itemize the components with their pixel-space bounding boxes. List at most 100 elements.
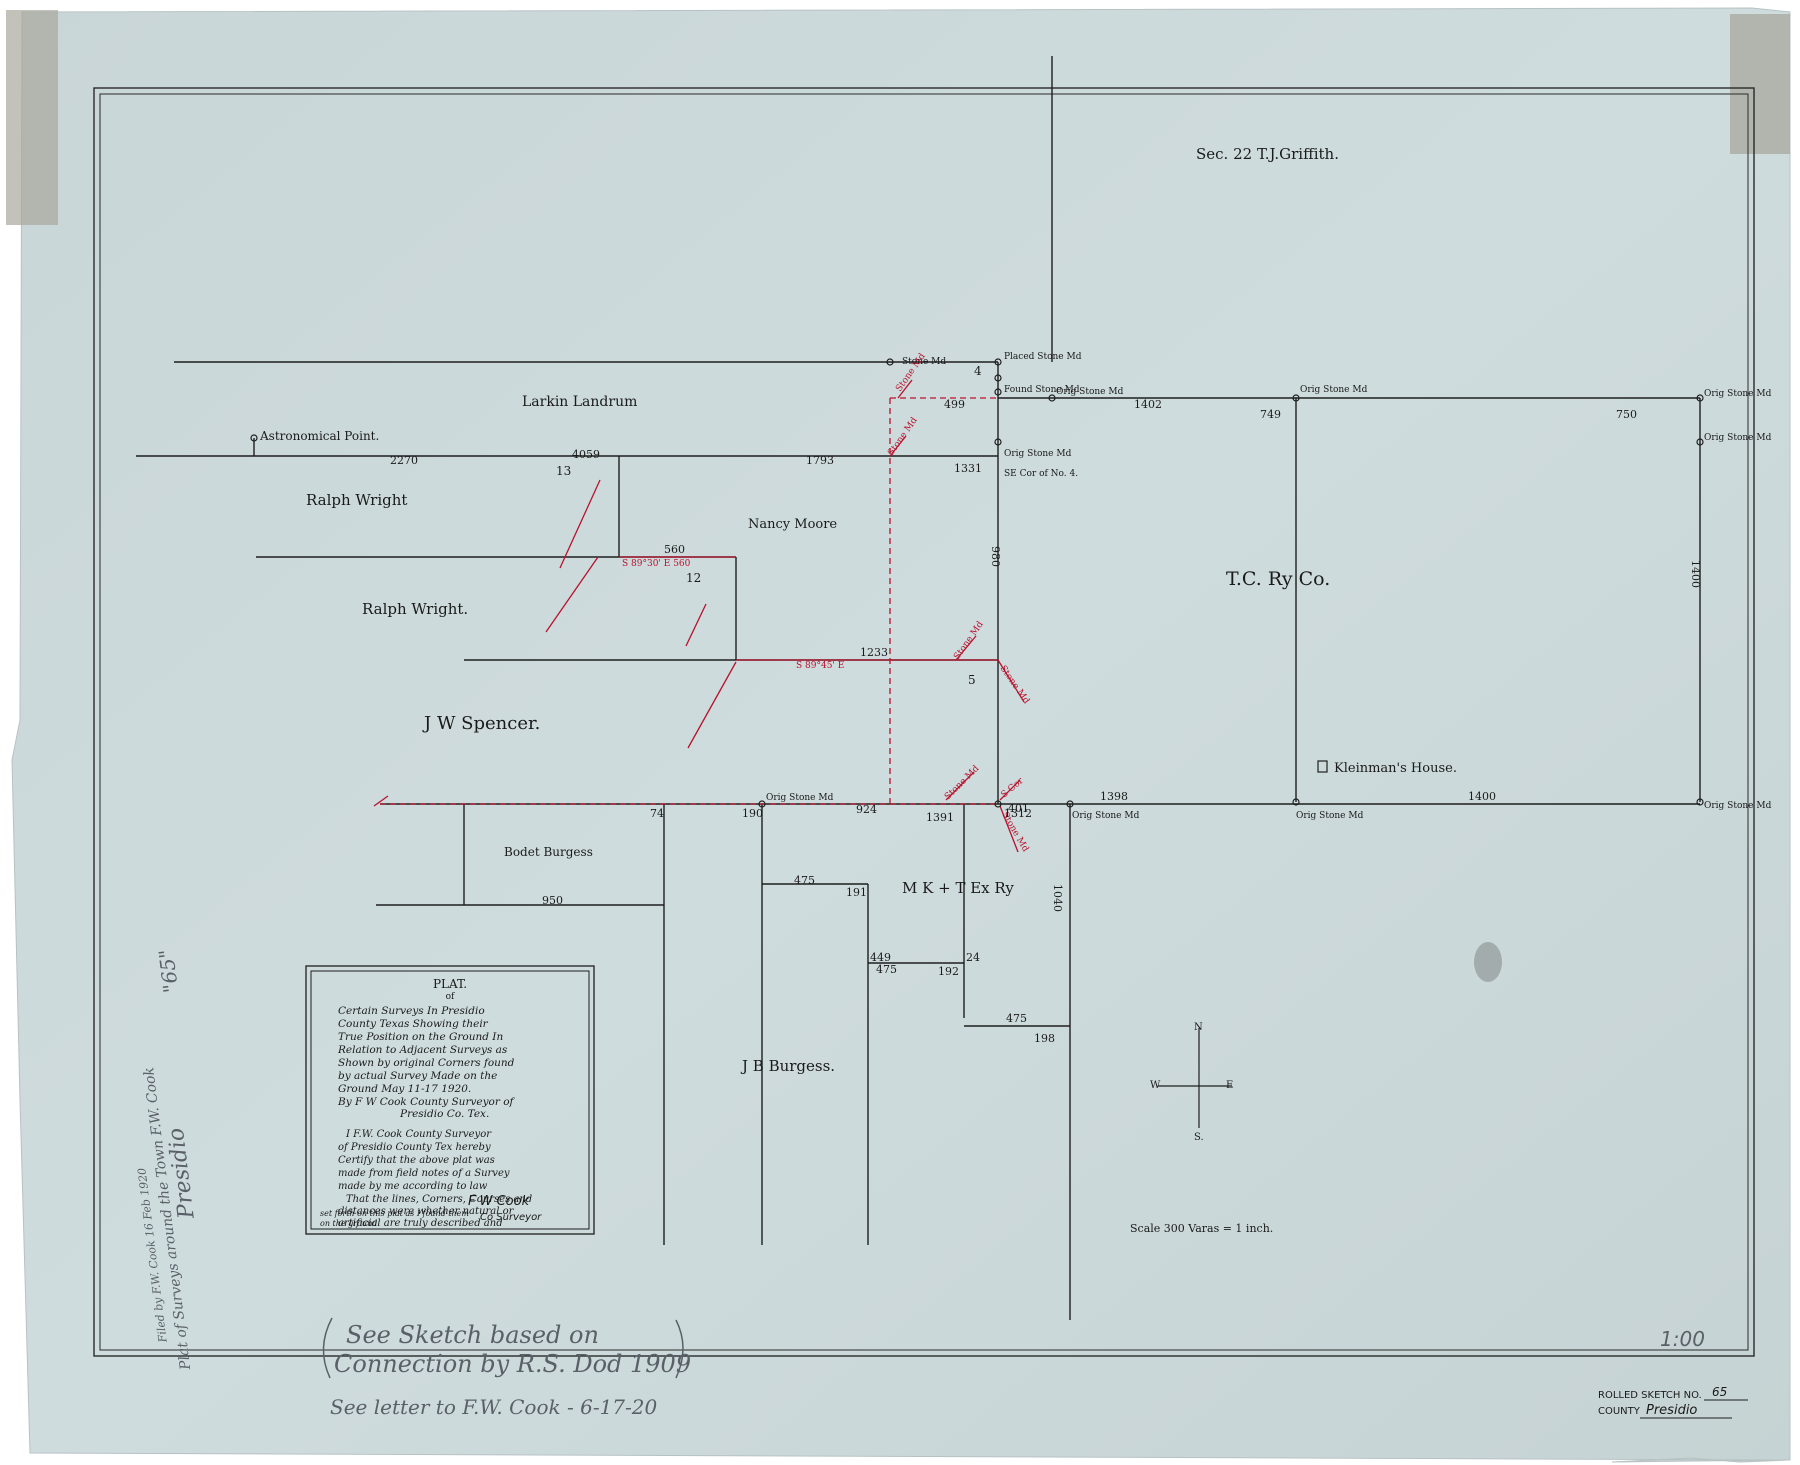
- tract-13: 13: [556, 464, 571, 478]
- pencil-note-2: Connection by R.S. Dod 1909: [334, 1350, 691, 1378]
- scale-label: Scale 300 Varas = 1 inch.: [1130, 1222, 1273, 1235]
- dim-198: 198: [1034, 1032, 1055, 1045]
- dim-475-a: 475: [794, 874, 815, 887]
- red-traverse: [373, 379, 1025, 853]
- side-note-l4: "65": [154, 948, 183, 994]
- dim-1400-bottom: 1400: [1468, 790, 1496, 803]
- cert-line-3: Certify that the above plat was: [338, 1155, 495, 1166]
- orig-stone-label-7: Orig Stone Md: [1072, 811, 1140, 821]
- cert-line-1: I F.W. Cook County Surveyor: [345, 1129, 492, 1140]
- plat-line-9: Presidio Co. Tex.: [399, 1108, 489, 1120]
- dim-1233: 1233: [860, 646, 888, 659]
- stamp-county-label: COUNTY: [1598, 1406, 1641, 1417]
- tape-right: [1730, 14, 1790, 154]
- bearing-2: S 89°45' E: [796, 661, 844, 671]
- orig-stone-label-6: Orig Stone Md: [1296, 811, 1364, 821]
- orig-stone-label-9: Orig Stone Md: [1004, 449, 1072, 459]
- pencil-note-3: See letter to F.W. Cook - 6-17-20: [330, 1395, 658, 1419]
- dim-449: 449: [870, 951, 891, 964]
- stone-md-top: Stone Md: [902, 357, 946, 367]
- pencil-note-1: See Sketch based on: [346, 1321, 599, 1349]
- dim-74: 74: [650, 807, 664, 820]
- owner-tcry: T.C. Ry Co.: [1226, 568, 1330, 590]
- dim-475-b: 475: [876, 963, 897, 976]
- compass-n: N: [1194, 1022, 1203, 1033]
- dim-192: 192: [938, 965, 959, 978]
- se-cor-label: SE Cor of No. 4.: [1004, 469, 1078, 479]
- dim-1400-right: 1400: [1689, 560, 1702, 588]
- orig-stone-label-3: Orig Stone Md: [1704, 389, 1772, 399]
- dim-401: 401: [1008, 802, 1029, 815]
- dim-499: 499: [944, 398, 965, 411]
- dim-1391: 1391: [926, 811, 954, 824]
- plat-of: of: [446, 992, 455, 1002]
- tract-12: 12: [686, 571, 701, 585]
- owner-ralph-1: Ralph Wright: [306, 491, 407, 509]
- cert-line-7: distances were whether natural or: [338, 1206, 515, 1217]
- owner-mkt: M K + T Ex Ry: [902, 879, 1014, 897]
- dim-475-c: 475: [1006, 1012, 1027, 1025]
- plat-box-outer: [305, 965, 595, 1235]
- plat-line-1: Certain Surveys In Presidio: [338, 1005, 485, 1017]
- archive-stamp: ROLLED SKETCH NO. 65 COUNTY Presidio: [1598, 1385, 1748, 1419]
- cert-line-6: That the lines, Corners, Courses and: [346, 1194, 532, 1205]
- plat-line-5: Shown by original Corners found: [338, 1057, 515, 1069]
- plat-title-block: PLAT. of Certain Surveys In Presidio Cou…: [305, 965, 595, 1235]
- plat-line-8: By F W Cook County Surveyor of: [337, 1096, 516, 1108]
- pencil-bracket-left: [322, 1317, 333, 1379]
- stamp-rolled-label: ROLLED SKETCH NO.: [1598, 1390, 1702, 1401]
- plat-line-4: Relation to Adjacent Surveys as: [337, 1044, 508, 1056]
- compass-s: S.: [1194, 1132, 1204, 1143]
- owner-larkin: Larkin Landrum: [522, 394, 637, 410]
- pencil-notes: See Sketch based on Connection by R.S. D…: [322, 1317, 691, 1419]
- cert-line-2: of Presidio County Tex hereby: [338, 1142, 491, 1153]
- stamp-rolled-no: 65: [1712, 1385, 1727, 1399]
- owner-sec22: Sec. 22 T.J.Griffith.: [1196, 145, 1339, 163]
- dim-750: 750: [1616, 408, 1637, 421]
- owner-ralph-2: Ralph Wright.: [362, 600, 468, 618]
- owner-bodet: Bodet Burgess: [504, 845, 593, 859]
- marker-annotations: Placed Stone Md Found Stone Md Stone Md …: [766, 352, 1772, 821]
- dim-191: 191: [846, 886, 867, 899]
- dim-1793: 1793: [806, 454, 834, 467]
- paper-background: [11, 7, 1791, 1463]
- dim-560: 560: [664, 543, 685, 556]
- plat-box-inner: [310, 970, 590, 1230]
- plat-certification-tail: set forth on this plat as I found them o…: [320, 1209, 469, 1228]
- owner-jb: J B Burgess.: [740, 1057, 835, 1075]
- orig-stone-label-1: Orig Stone Md: [1056, 387, 1124, 397]
- cert-line-4: made from field notes of a Survey: [338, 1168, 510, 1179]
- owner-spencer: J W Spencer.: [422, 713, 540, 734]
- pencil-corner-mark: 1:00: [1660, 1327, 1705, 1351]
- owner-labels: Sec. 22 T.J.Griffith. Larkin Landrum Ral…: [306, 145, 1339, 1075]
- orig-stone-label-4: Orig Stone Md: [1704, 433, 1772, 443]
- compass-rose: N S. W E: [1150, 1022, 1233, 1143]
- dim-1402: 1402: [1134, 398, 1162, 411]
- dim-1312: 1312: [1004, 807, 1032, 820]
- tract-4: 4: [974, 364, 982, 378]
- owner-nancy: Nancy Moore: [748, 517, 837, 532]
- compass-e: E: [1226, 1080, 1233, 1091]
- plat-line-7: Ground May 11-17 1920.: [338, 1083, 471, 1095]
- dim-749: 749: [1260, 408, 1281, 421]
- dim-4059: 4059: [572, 448, 600, 461]
- cert-line-5: made by me according to law: [338, 1181, 488, 1192]
- plat-line-6: by actual Survey Made on the: [338, 1070, 497, 1082]
- orig-stone-label-2: Orig Stone Md: [1300, 385, 1368, 395]
- dim-190: 190: [742, 807, 763, 820]
- inner-border: [99, 93, 1749, 1351]
- astronomical-point-label: Astronomical Point.: [259, 429, 379, 443]
- tape-left: [6, 10, 58, 225]
- plat-line-3: True Position on the Ground In: [338, 1031, 503, 1043]
- dim-980: 980: [989, 546, 1002, 567]
- pencil-bracket-right: [675, 1319, 684, 1379]
- outer-border: [93, 87, 1755, 1357]
- kleinman-house-label: Kleinman's House.: [1334, 761, 1457, 776]
- compass-w: W: [1150, 1080, 1161, 1091]
- dim-924: 924: [856, 803, 877, 816]
- bearing-1: S 89°30' E 560: [622, 559, 691, 569]
- stamp-county: Presidio: [1646, 1403, 1697, 1418]
- plat-line-2: County Texas Showing their: [338, 1018, 489, 1030]
- dim-1398: 1398: [1100, 790, 1128, 803]
